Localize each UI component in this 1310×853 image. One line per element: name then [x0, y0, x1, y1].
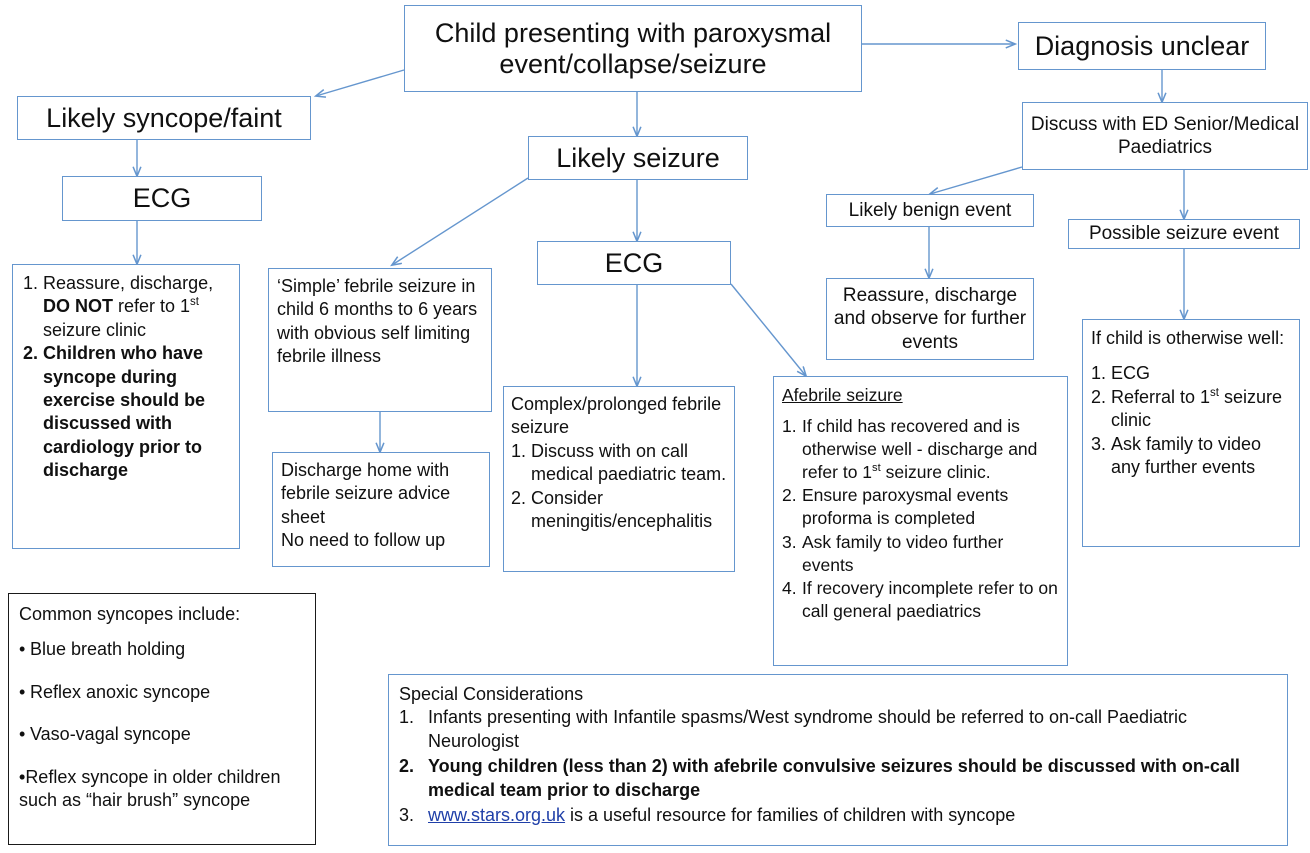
node-likely-benign[interactable]: Likely benign event: [826, 194, 1034, 227]
node-simple-febrile-label: ‘Simple’ febrile seizure in child 6 mont…: [277, 276, 478, 367]
note-common-syncopes[interactable]: Common syncopes include: Blue breath hol…: [8, 593, 316, 845]
node-ecg-left-label: ECG: [132, 183, 192, 214]
node-reassure-observe-label: Reassure, discharge and observe for furt…: [833, 285, 1027, 353]
list-item: 2.Young children (less than 2) with afeb…: [399, 756, 1240, 800]
list-item: 2.Referral to 1st seizure clinic: [1091, 386, 1283, 431]
list-item: 1.If child has recovered and is otherwis…: [782, 416, 1038, 483]
node-possible-seizure[interactable]: Possible seizure event: [1068, 219, 1300, 249]
list-item: 3.Ask family to video further events: [782, 531, 1004, 575]
list-item: 1.Infants presenting with Infantile spas…: [399, 707, 1188, 751]
node-likely-syncope[interactable]: Likely syncope/faint: [17, 96, 311, 140]
edge-likely-seizure-to-simple-febrile: [392, 177, 529, 265]
complex-febrile-heading: Complex/prolonged febrile seizure: [511, 394, 722, 438]
list-item: 1.Reassure, discharge, DO NOT refer to 1…: [23, 273, 214, 340]
edge-discuss-ed-to-likely-benign: [930, 166, 1023, 194]
list-item: Reflex anoxic syncope: [19, 681, 305, 705]
special-considerations-list: 1.Infants presenting with Infantile spas…: [399, 706, 1277, 827]
common-syncopes-list: Blue breath holding Reflex anoxic syncop…: [19, 638, 305, 812]
list-item: 3.www.stars.org.uk is a useful resource …: [399, 804, 1016, 825]
node-complex-febrile[interactable]: Complex/prolonged febrile seizure 1.Disc…: [503, 386, 735, 572]
common-syncopes-heading: Common syncopes include:: [19, 604, 241, 624]
list-item: 2.Consider meningitis/encephalitis: [511, 487, 713, 531]
node-if-well[interactable]: If child is otherwise well: 1.ECG 2.Refe…: [1082, 319, 1300, 547]
node-reassure-observe[interactable]: Reassure, discharge and observe for furt…: [826, 278, 1034, 360]
if-well-list: 1.ECG 2.Referral to 1st seizure clinic 3…: [1091, 362, 1291, 479]
node-likely-seizure[interactable]: Likely seizure: [528, 136, 748, 180]
discharge-home-line2: No need to follow up: [281, 530, 446, 551]
stars-link[interactable]: www.stars.org.uk: [428, 804, 566, 825]
node-ecg-mid-label: ECG: [604, 247, 664, 278]
list-item: 1.Discuss with on call medical paediatri…: [511, 440, 727, 485]
complex-febrile-list: 1.Discuss with on call medical paediatri…: [511, 440, 727, 534]
discharge-home-line1: Discharge home with febrile seizure advi…: [281, 460, 451, 527]
node-ecg-left[interactable]: ECG: [62, 176, 262, 221]
node-simple-febrile[interactable]: ‘Simple’ febrile seizure in child 6 mont…: [268, 268, 492, 412]
note-special-considerations[interactable]: Special Considerations 1.Infants present…: [388, 674, 1288, 846]
node-diagnosis-unclear[interactable]: Diagnosis unclear: [1018, 22, 1266, 70]
list-item: 4.If recovery incomplete refer to on cal…: [782, 577, 1058, 621]
edge-root-to-likely-syncope: [316, 69, 405, 96]
list-item: 3.Ask family to video any further events: [1091, 433, 1262, 477]
list-item: 1.ECG: [1091, 363, 1151, 384]
list-item: Vaso-vagal syncope: [19, 723, 305, 747]
node-likely-seizure-label: Likely seizure: [556, 142, 720, 173]
node-possible-seizure-label: Possible seizure event: [1088, 223, 1280, 245]
node-ecg-mid[interactable]: ECG: [537, 241, 731, 285]
list-item: Blue breath holding: [19, 638, 305, 662]
node-afebrile-seizure[interactable]: Afebrile seizure 1.If child has recovere…: [773, 376, 1068, 666]
list-item: 2.Ensure paroxysmal events proforma is c…: [782, 485, 1009, 529]
afebrile-heading: Afebrile seizure: [782, 385, 903, 405]
edge-ecg-mid-to-afebrile: [730, 283, 806, 376]
afebrile-list: 1.If child has recovered and is otherwis…: [782, 415, 1059, 623]
node-discuss-ed-label: Discuss with ED Senior/Medical Paediatri…: [1030, 113, 1300, 158]
list-item: 2.Children who have syncope during exerc…: [23, 343, 206, 481]
node-likely-syncope-label: Likely syncope/faint: [46, 102, 282, 133]
node-discuss-ed[interactable]: Discuss with ED Senior/Medical Paediatri…: [1022, 102, 1308, 170]
special-considerations-heading: Special Considerations: [399, 684, 584, 704]
list-item: •Reflex syncope in older children such a…: [19, 766, 305, 813]
syncope-actions-list: 1.Reassure, discharge, DO NOT refer to 1…: [23, 272, 231, 483]
node-root-label: Child presenting with paroxysmal event/c…: [434, 18, 832, 79]
node-syncope-actions[interactable]: 1.Reassure, discharge, DO NOT refer to 1…: [12, 264, 240, 549]
node-discharge-home[interactable]: Discharge home with febrile seizure advi…: [272, 452, 490, 567]
node-diagnosis-unclear-label: Diagnosis unclear: [1034, 30, 1250, 61]
if-well-heading: If child is otherwise well:: [1091, 328, 1285, 348]
node-root[interactable]: Child presenting with paroxysmal event/c…: [404, 5, 862, 92]
node-likely-benign-label: Likely benign event: [848, 199, 1012, 221]
